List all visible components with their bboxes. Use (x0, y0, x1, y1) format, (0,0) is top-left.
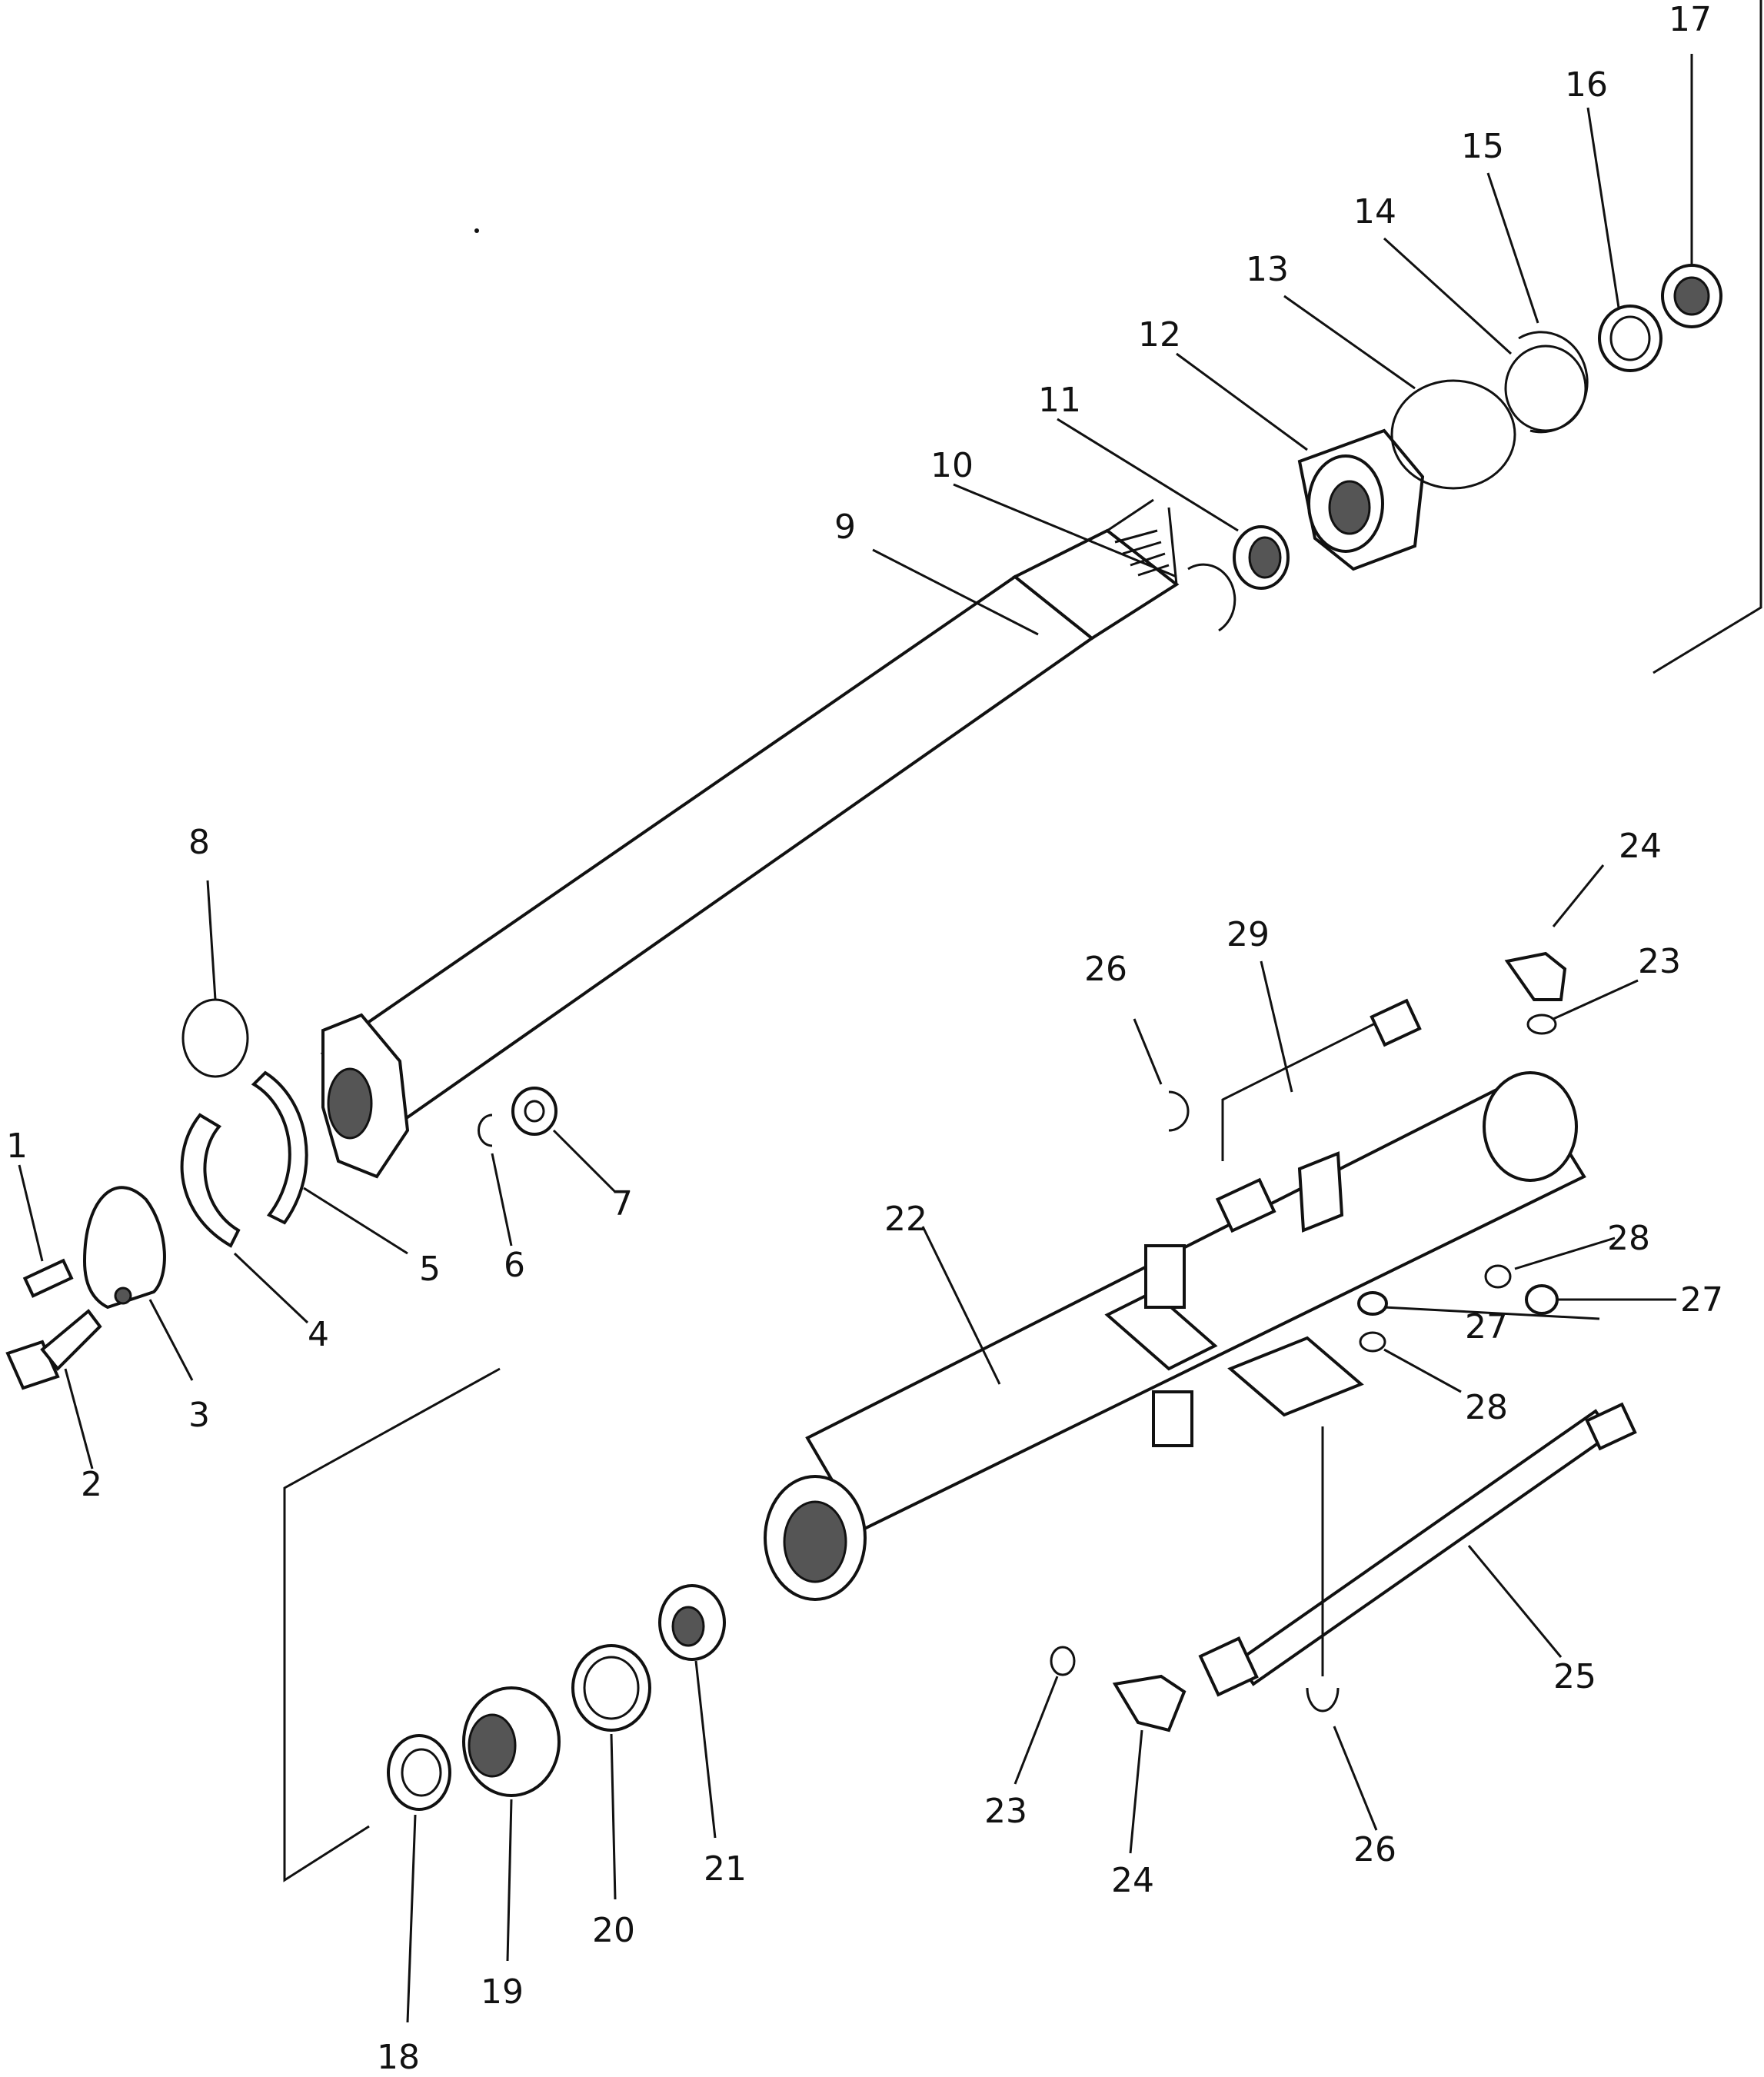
part-20-bushing (571, 1644, 651, 1732)
callout-6: 6 (504, 1246, 525, 1285)
part-29-pipe (1215, 998, 1422, 1233)
callout-12: 12 (1138, 315, 1181, 354)
callout-4: 4 (308, 1315, 329, 1354)
callout-21: 21 (704, 1849, 747, 1889)
part-6-snap-ring (478, 1113, 493, 1147)
part-7-nut (511, 1087, 557, 1136)
callout-15: 15 (1461, 127, 1504, 166)
callout-1: 1 (6, 1127, 28, 1166)
callout-28a: 28 (1607, 1219, 1650, 1258)
part-1-grease-fitting (22, 1258, 74, 1298)
callout-11: 11 (1038, 381, 1081, 420)
part-22-cylinder-tube (764, 1071, 1586, 1601)
callout-13: 13 (1246, 250, 1289, 289)
callout-7: 7 (611, 1184, 633, 1223)
callout-5: 5 (419, 1250, 441, 1289)
callout-3: 3 (188, 1396, 210, 1435)
leader-lines (18, 54, 1693, 2023)
part-15-ring (1518, 331, 1589, 434)
callout-27b: 27 (1680, 1280, 1723, 1320)
callout-24a: 24 (1111, 1861, 1154, 1900)
part-11-bearing (1233, 525, 1290, 590)
callout-19: 19 (481, 1972, 524, 2012)
part-4-clamp (180, 1113, 241, 1248)
part-21-nut (658, 1584, 726, 1661)
callout-22: 22 (884, 1200, 927, 1239)
part-24-elbows (1112, 951, 1567, 1732)
piston-rod (320, 498, 1180, 1125)
part-5-clamp (251, 1070, 308, 1225)
callout-23a: 23 (984, 1792, 1027, 1831)
callout-27a: 27 (1465, 1307, 1508, 1346)
callout-8: 8 (188, 823, 210, 862)
callout-26b: 26 (1084, 950, 1127, 989)
part-2-bolt (5, 1309, 102, 1390)
callout-20: 20 (592, 1911, 635, 1950)
part-12-gland (1297, 428, 1425, 571)
part-19-piston (462, 1686, 561, 1797)
part-3-cover (82, 1186, 166, 1310)
callout-24b: 24 (1619, 827, 1662, 866)
part-13-o-ring (1390, 379, 1516, 490)
rod-end-eye (321, 1013, 410, 1179)
part-27-nuts (1357, 1284, 1559, 1316)
callout-26a: 26 (1353, 1830, 1396, 1869)
callout-2: 2 (81, 1465, 102, 1504)
callout-16: 16 (1565, 65, 1608, 105)
callout-29: 29 (1226, 915, 1270, 954)
part-14-backup-ring (1504, 345, 1587, 432)
callout-9: 9 (834, 508, 856, 547)
part-10-snap-ring (1187, 563, 1236, 632)
part-28-washers (1359, 1264, 1512, 1353)
part-18-wiper (387, 1734, 451, 1811)
part-26-u-bolt (1168, 1090, 1340, 1713)
part-17-wiper (1661, 264, 1722, 328)
part-25-pipe (1198, 1402, 1637, 1697)
part-16-bushing (1598, 305, 1662, 372)
callout-17: 17 (1669, 0, 1712, 39)
callout-14: 14 (1353, 192, 1396, 231)
stray-dot (474, 228, 479, 233)
part-23-o-rings (1050, 1014, 1557, 1676)
part-8-o-ring (181, 998, 249, 1078)
callout-28b: 28 (1465, 1388, 1508, 1427)
part-bracket-plate (1227, 1151, 1364, 1417)
callout-18: 18 (377, 2038, 420, 2077)
callout-10: 10 (930, 446, 974, 485)
callout-25: 25 (1553, 1657, 1596, 1696)
callout-23b: 23 (1638, 942, 1681, 981)
callout-labels: 1 2 3 4 5 6 7 8 9 10 11 12 13 14 15 16 1… (6, 0, 1723, 2077)
